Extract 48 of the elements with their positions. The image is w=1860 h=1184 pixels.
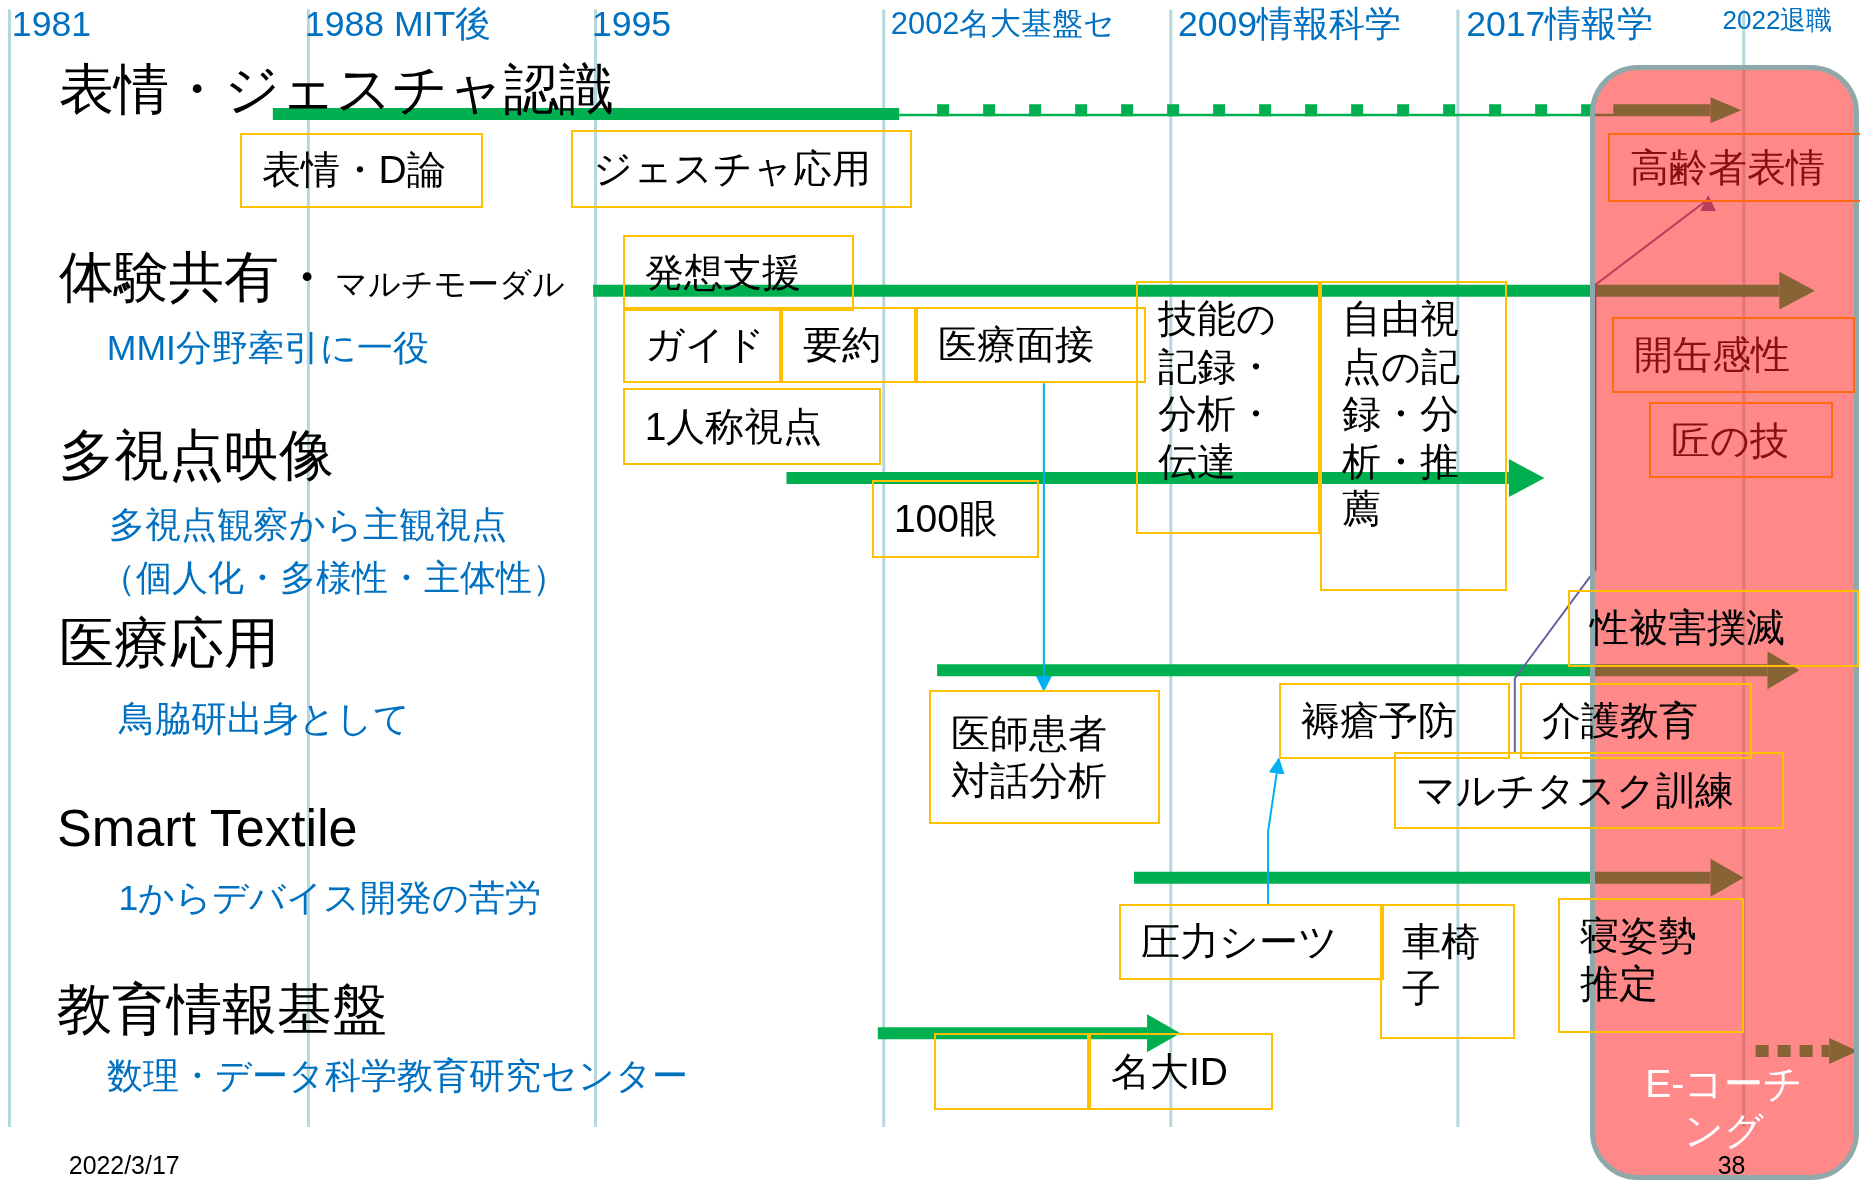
year-label: 1981: [11, 7, 91, 43]
topic-box: 医療面接: [915, 307, 1146, 384]
topic-box: 表情・D論: [239, 132, 483, 208]
topic-box: 車椅子: [1379, 903, 1515, 1040]
arrow: [1513, 195, 1717, 754]
topic-box: 要約: [780, 307, 916, 384]
year-label: 2009情報科学: [1177, 7, 1402, 43]
topic-note: 1からデバイス開発の苦労: [118, 881, 542, 917]
year-label: 2022退職: [1722, 7, 1833, 34]
topic-heading: Smart Textile: [56, 801, 358, 855]
year-label: 2017情報学: [1466, 7, 1654, 43]
topic-note: 多視点観察から主観視点: [109, 507, 508, 544]
topic-box: ジェスチャ応用: [570, 130, 913, 208]
topic-box: 開缶感性: [1612, 316, 1856, 393]
topic-box: 高齢者表情: [1607, 133, 1860, 202]
topic-heading: 医療応用: [59, 616, 280, 672]
arrow: [1267, 757, 1285, 905]
topic-heading: 体験共有・: [59, 251, 335, 307]
year-label: 2002名大基盤セ: [890, 9, 1116, 41]
topic-note: 鳥脇研出身として: [118, 702, 410, 738]
topic-box: マルチタスク訓練: [1393, 752, 1785, 830]
empty-box: [933, 1033, 1089, 1111]
topic-box: 1人称視点: [622, 387, 882, 465]
topic-heading: 多視点映像: [59, 429, 335, 484]
topic-note: （個人化・多様性・主体性）: [99, 561, 568, 597]
topic-box: 性被害撲滅: [1568, 589, 1859, 667]
topic-note: MMI分野牽引に一役: [106, 330, 429, 367]
topic-note: 数理・データ科学教育研究センター: [106, 1059, 688, 1095]
topic-box: 医師患者対話分析: [928, 690, 1161, 825]
year-label: 1988 MIT後: [304, 7, 492, 43]
date-label: 2022/3/17: [68, 1153, 180, 1178]
arrow: [1035, 382, 1052, 692]
topic-box: 名大ID: [1088, 1033, 1273, 1111]
topic-box: 100眼: [871, 480, 1040, 558]
topic-box: ガイド: [622, 307, 781, 384]
page-number: 38: [1717, 1153, 1746, 1178]
topic-box: 発想支援: [622, 234, 855, 311]
topic-box: 匠の技: [1649, 402, 1833, 479]
topic-box: 自由視点の記録・分析・推薦: [1320, 281, 1507, 591]
topic-box: 褥瘡予防: [1278, 683, 1511, 760]
topic-subheading: マルチモーダル: [334, 268, 565, 301]
year-label: 1995: [591, 7, 672, 43]
topic-box: 技能の記録・分析・伝達: [1136, 281, 1321, 534]
topic-box: 寝姿勢推定: [1557, 897, 1744, 1034]
topic-box: 圧力シーツ: [1118, 903, 1385, 980]
topic-heading: 表情・ジェスチャ認識: [59, 62, 615, 118]
panel-title: E-コーチング: [1644, 1060, 1805, 1154]
topic-box: 介護教育: [1519, 683, 1753, 760]
